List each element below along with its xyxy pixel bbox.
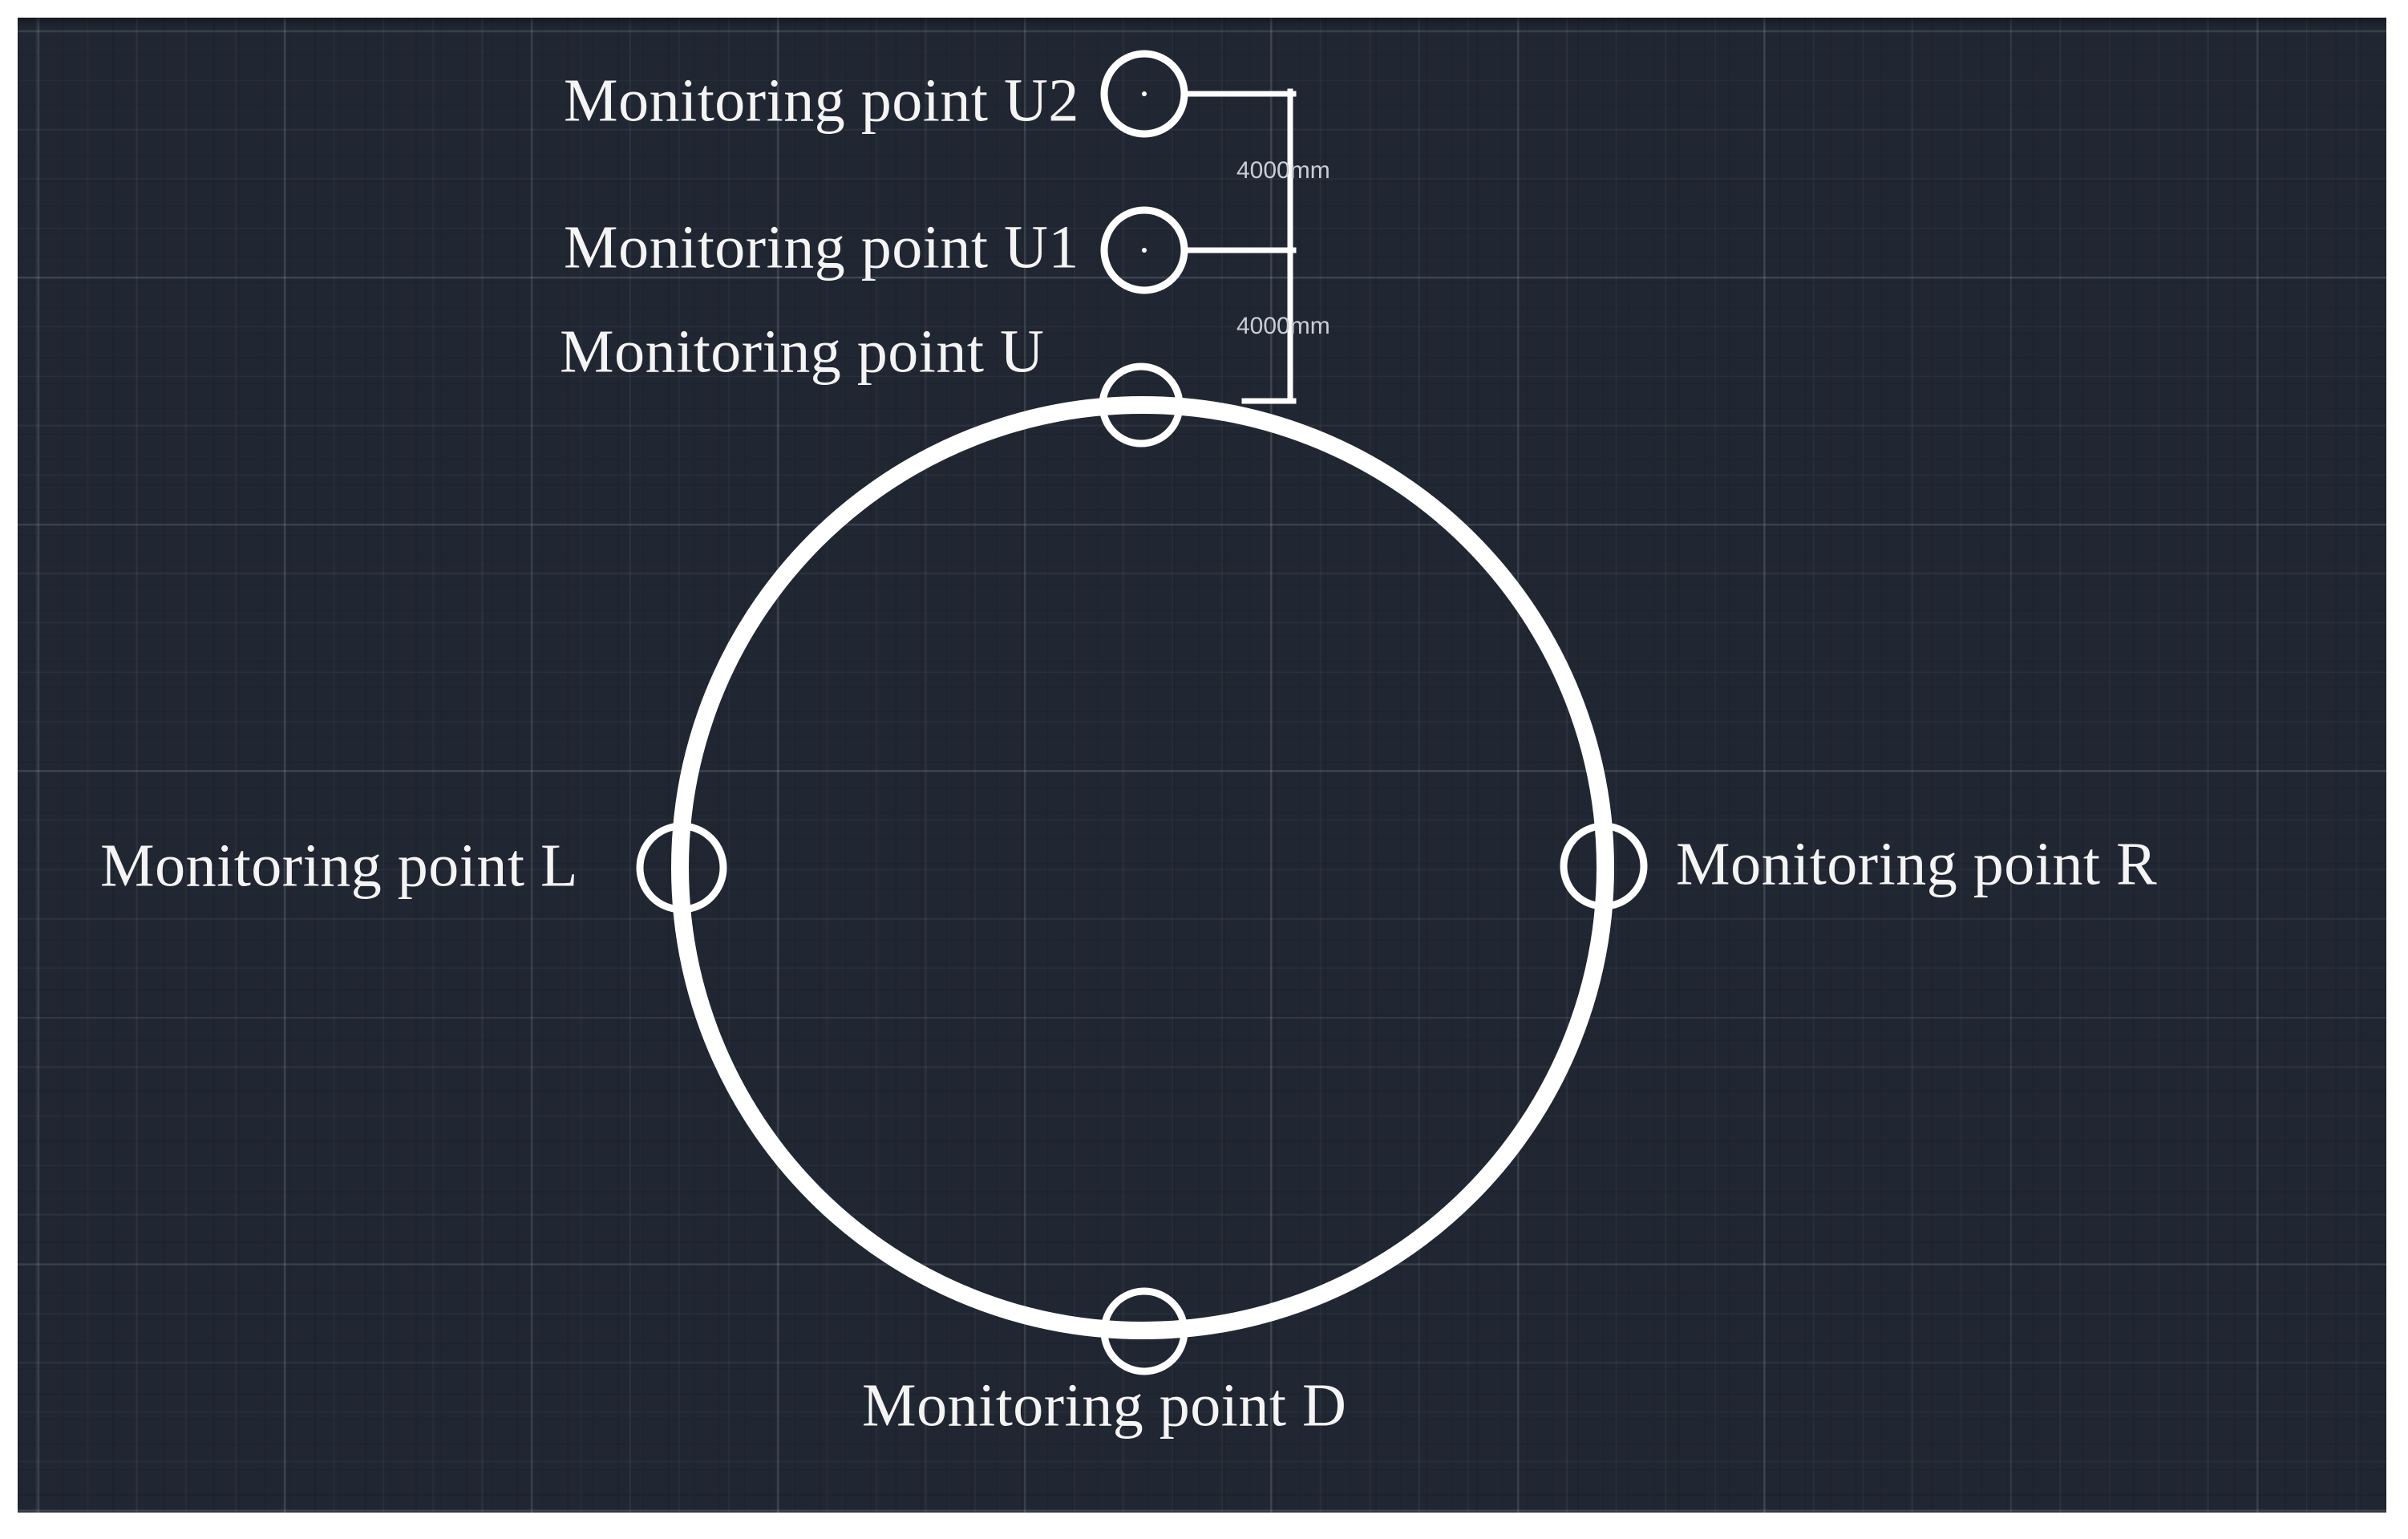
dimension-value-label-bottom: 4000mm [1236, 313, 1330, 339]
cad-grid-canvas [18, 18, 2386, 1513]
monitoring-point-dot-u1 [1142, 248, 1147, 253]
monitoring-point-dot-u2 [1142, 91, 1147, 96]
dimension-value-label-top: 4000mm [1236, 157, 1330, 184]
monitoring-point-label-l: Monitoring point L [100, 832, 578, 900]
monitoring-point-label-r: Monitoring point R [1676, 830, 2158, 898]
monitoring-point-circle-u1 [1100, 206, 1188, 294]
monitoring-point-circle-u [1099, 362, 1184, 448]
monitoring-point-label-u: Monitoring point U [560, 318, 1045, 386]
monitoring-point-label-u2: Monitoring point U2 [564, 67, 1079, 135]
monitoring-point-label-u1: Monitoring point U1 [564, 213, 1079, 281]
monitoring-point-circle-l [636, 822, 727, 913]
monitoring-point-label-d: Monitoring point D [862, 1371, 1347, 1440]
tunnel-ring-circle [671, 396, 1614, 1339]
monitoring-point-circle-r [1560, 822, 1648, 910]
monitoring-point-circle-d [1100, 1287, 1188, 1375]
monitoring-point-circle-u2 [1100, 50, 1188, 138]
